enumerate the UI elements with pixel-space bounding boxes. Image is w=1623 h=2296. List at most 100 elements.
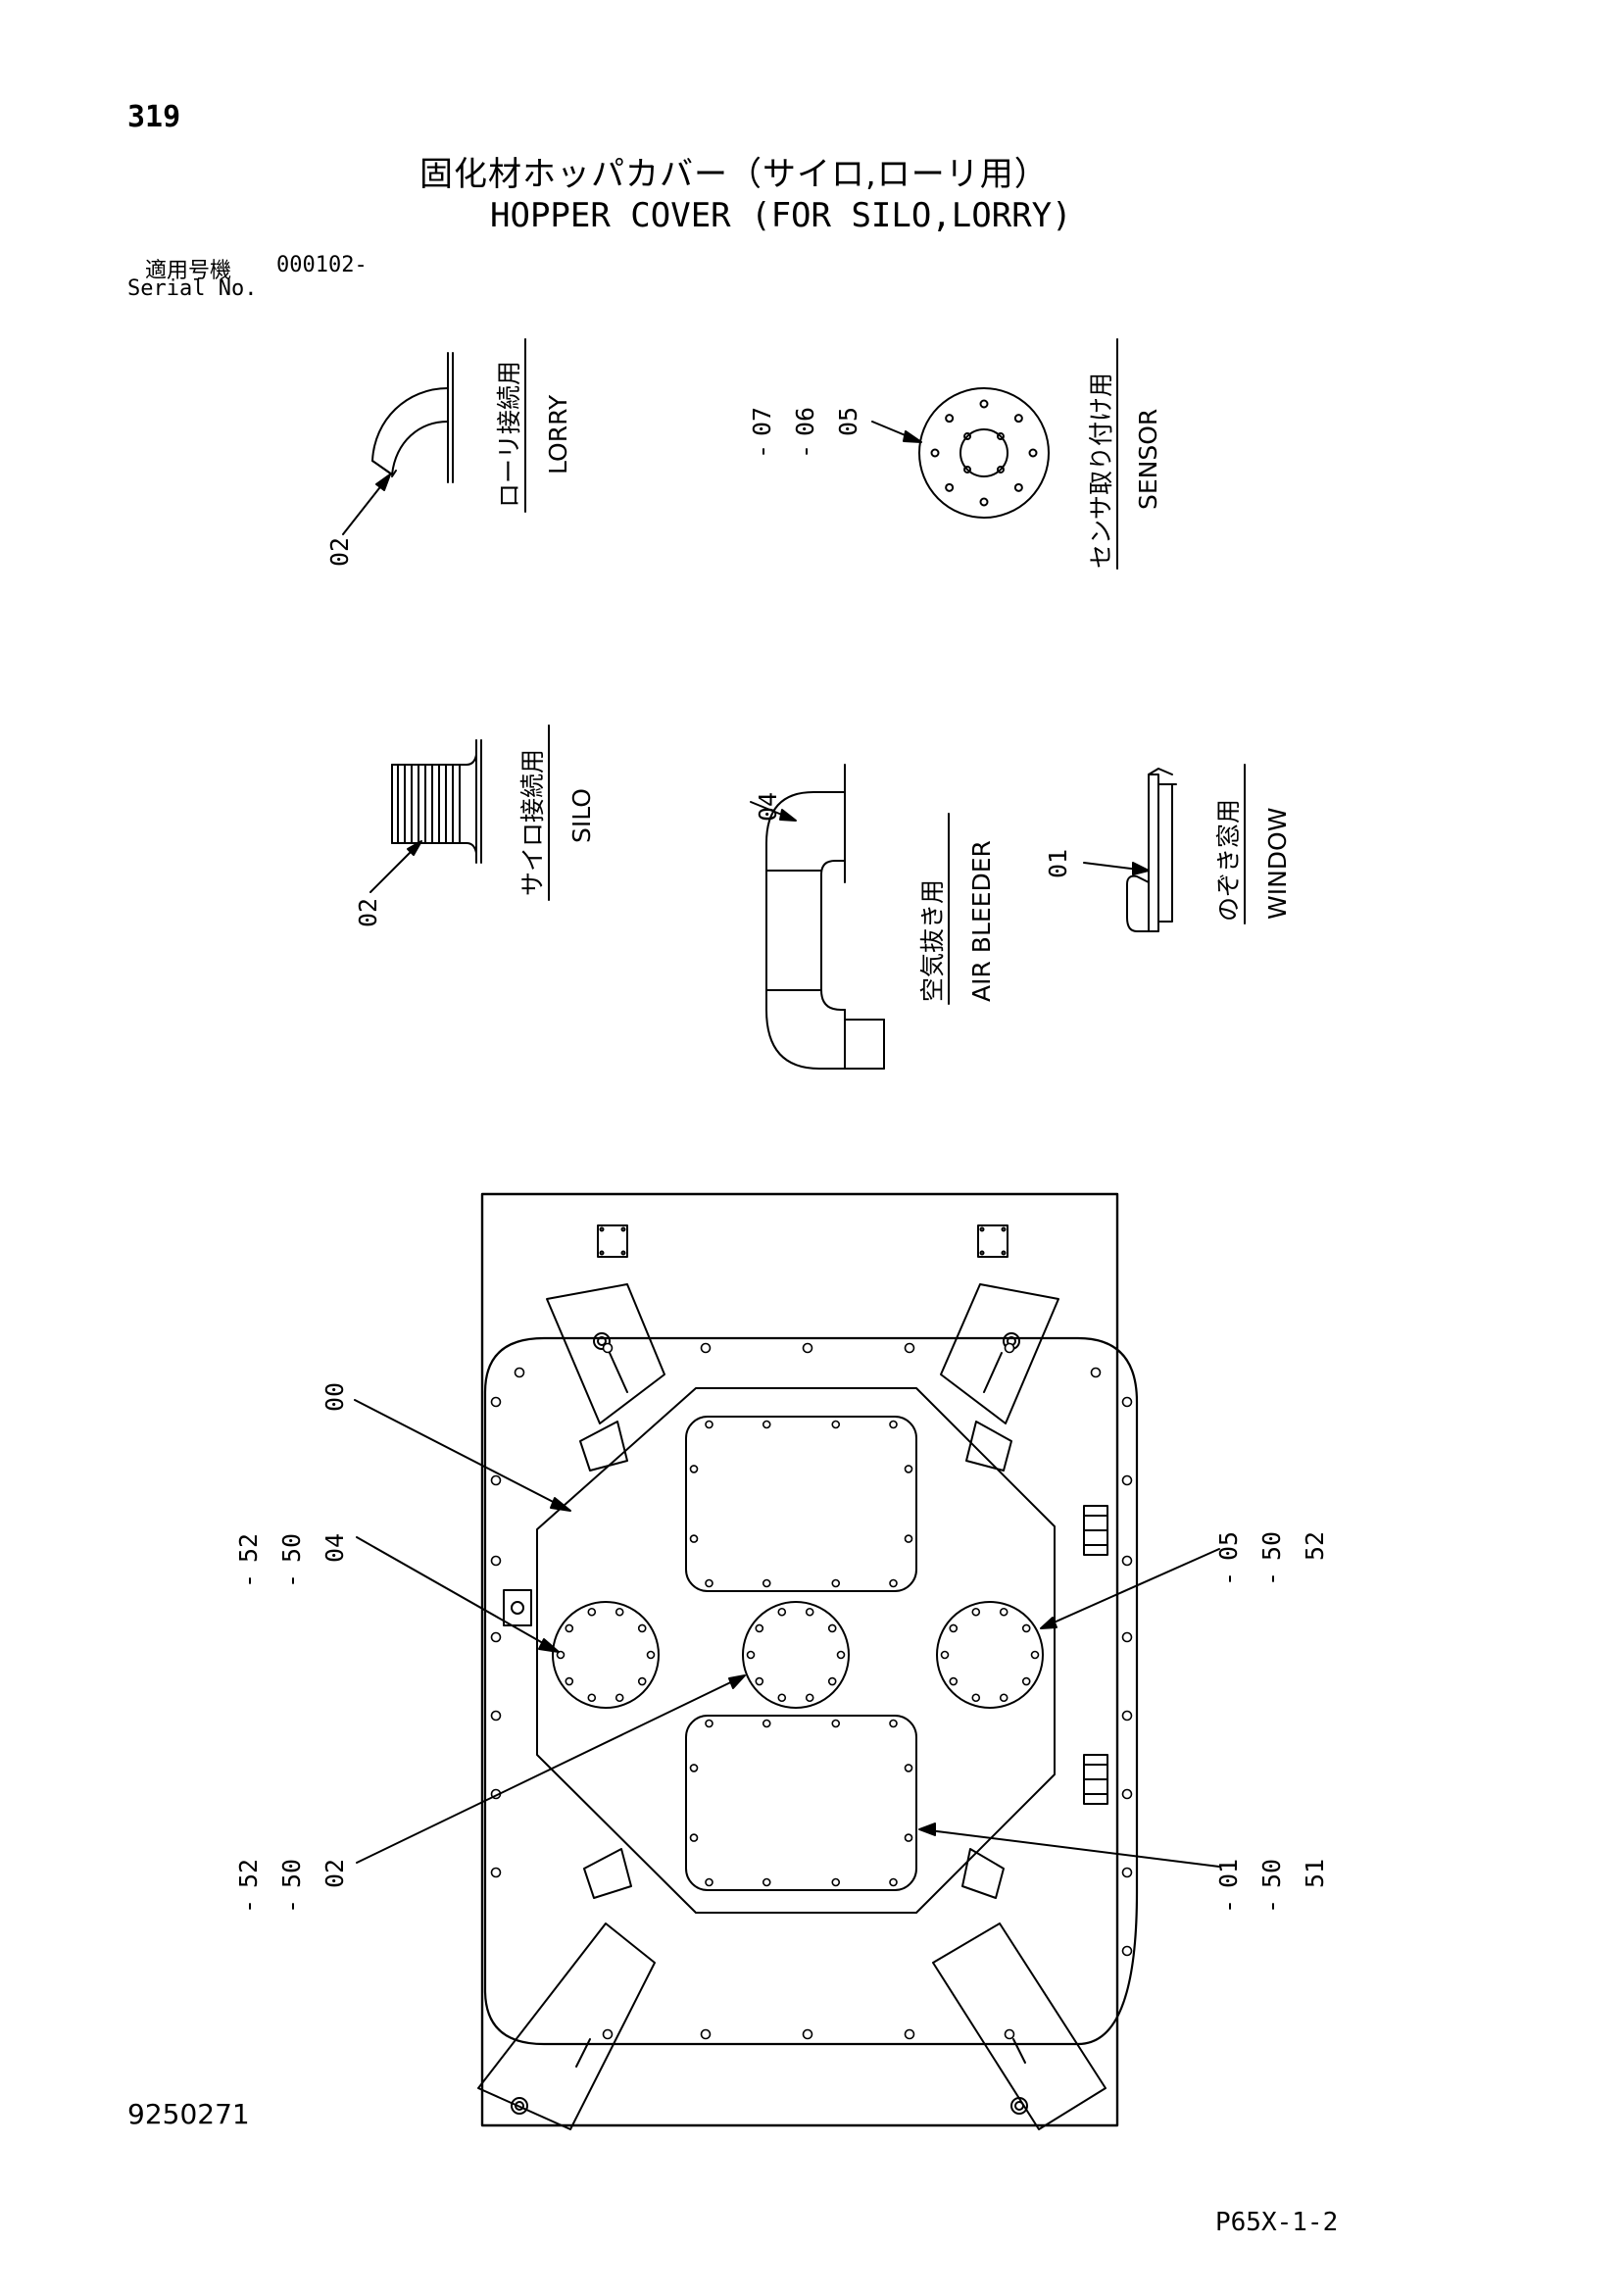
air-bleeder-callout: 04 [750, 792, 797, 822]
port-bolt [805, 1693, 814, 1703]
flange-bolt [1004, 2028, 1015, 2040]
hatch-bolt [831, 1578, 841, 1588]
hatch-lower [685, 1715, 917, 1891]
hatch-bolt [762, 1719, 771, 1728]
sensor-label-jp: センサ取り付け用 [1087, 373, 1115, 569]
lorry-label: ローリ接続用 LORRY [495, 338, 572, 513]
hatch-bolt [689, 1534, 699, 1543]
serial-value: 000102- [276, 253, 368, 277]
port-bolt [615, 1607, 624, 1617]
flange-bolt [700, 1342, 712, 1354]
flange-bolt [802, 2028, 813, 2040]
hatch-bolt [831, 1877, 841, 1887]
flange-bolt [904, 1342, 915, 1354]
hatch-bolt [705, 1578, 713, 1588]
sheet-code: P65X-1-2 [1215, 2208, 1339, 2237]
flange-bolt [490, 1474, 502, 1486]
hatch-bolt [904, 1534, 913, 1543]
bolt-hole [945, 482, 955, 492]
flange-bolt [1121, 1631, 1133, 1643]
svg-text:05: 05 [1214, 1531, 1243, 1561]
bolt-hole [963, 432, 972, 441]
svg-text:50: 50 [277, 1859, 306, 1888]
side-lock [503, 1589, 532, 1626]
hatch-bolt [762, 1420, 771, 1429]
silo-label-en: SILO [567, 788, 596, 843]
port-bolt [777, 1693, 787, 1703]
port-bolt [1021, 1676, 1031, 1686]
gusset-top-left [546, 1283, 665, 1424]
sensor-label-en: SENSOR [1134, 409, 1162, 510]
callout-00: 00 [320, 1382, 349, 1412]
port-bolt [777, 1607, 787, 1617]
title-english: HOPPER COVER (FOR SILO,LORRY) [490, 196, 1072, 235]
port-bolt [637, 1676, 647, 1686]
callout-01-50-51: 01 - 50 - 51 [1214, 1859, 1329, 1914]
callout-05-50-52: 05 - 50 - 52 [1214, 1531, 1329, 1586]
lorry-callout: 02 [325, 474, 391, 567]
bolt-hole [996, 432, 1005, 441]
window-callout: 01 [1044, 849, 1150, 878]
window-detail [1126, 768, 1177, 932]
cover-flange [483, 1336, 1139, 2046]
bolt-hole [1013, 414, 1023, 424]
hatch-bolt [689, 1465, 699, 1473]
clamp-bottom-left [583, 1848, 632, 1899]
page-number: 319 [127, 100, 181, 134]
hatch-bolt [705, 1719, 713, 1728]
inner-plate [536, 1387, 1056, 1914]
window-label-en: WINDOW [1263, 808, 1292, 920]
base-plate-outline [480, 1192, 1119, 2127]
svg-text:50: 50 [277, 1533, 306, 1563]
svg-text:52: 52 [234, 1859, 263, 1888]
hatch-bolt [889, 1420, 898, 1429]
window-label-jp: のぞき窓用 [1214, 799, 1243, 922]
bolt-hole [1028, 448, 1038, 458]
port-bolt [755, 1623, 764, 1633]
port-bolt [646, 1650, 656, 1660]
bolt-hole [1013, 482, 1023, 492]
port-bolt [637, 1623, 647, 1633]
window-callout-01: 01 [1044, 849, 1072, 878]
port-bolt [999, 1607, 1008, 1617]
callout-52-50-04: 52 - 50 - 04 [234, 1533, 349, 1588]
bolt-hole [979, 399, 989, 409]
port-left [552, 1601, 660, 1709]
hatch-bolt [889, 1578, 898, 1588]
flange-bolt [602, 2028, 614, 2040]
svg-text:52: 52 [1301, 1531, 1329, 1561]
lifting-tab-left [597, 1224, 628, 1258]
port-bolt [746, 1650, 756, 1660]
flange-bolt [602, 1342, 614, 1354]
flange-bolt [700, 2028, 712, 2040]
main-leader-lines [354, 1399, 1220, 1868]
hatch-bolt [689, 1764, 699, 1772]
bolt-hole [963, 465, 972, 474]
port-right [936, 1601, 1044, 1709]
bolt-hole [996, 465, 1005, 474]
flange-bolt [490, 1867, 502, 1878]
title-japanese: 固化材ホッパカバー（サイロ,ローリ用） [419, 155, 1049, 194]
sensor-flange-detail [918, 387, 1050, 519]
svg-text:02: 02 [320, 1859, 349, 1888]
port-center [742, 1601, 850, 1709]
hatch-bolt [904, 1764, 913, 1772]
flange-bolt [514, 1367, 525, 1378]
flange-bolt [1121, 1945, 1133, 1957]
port-bolt [556, 1650, 566, 1660]
gusset-bottom-right [932, 1922, 1107, 2130]
sensor-callout-07: 07 [748, 407, 776, 436]
svg-text:50: 50 [1257, 1859, 1286, 1888]
flange-bolt [1121, 1867, 1133, 1878]
callout-52-50-02: 52 - 50 - 02 [234, 1859, 349, 1914]
window-label: のぞき窓用 WINDOW [1214, 764, 1292, 924]
lifting-tab-right [977, 1224, 1008, 1258]
flange-bolt [1121, 1710, 1133, 1722]
svg-text:00: 00 [320, 1382, 349, 1412]
hatch-bolt [889, 1719, 898, 1728]
port-bolt [940, 1650, 950, 1660]
svg-text:-: - [234, 1573, 263, 1588]
silo-callout: 02 [354, 840, 422, 927]
svg-text:-: - [1257, 1899, 1286, 1914]
port-bolt [949, 1676, 959, 1686]
